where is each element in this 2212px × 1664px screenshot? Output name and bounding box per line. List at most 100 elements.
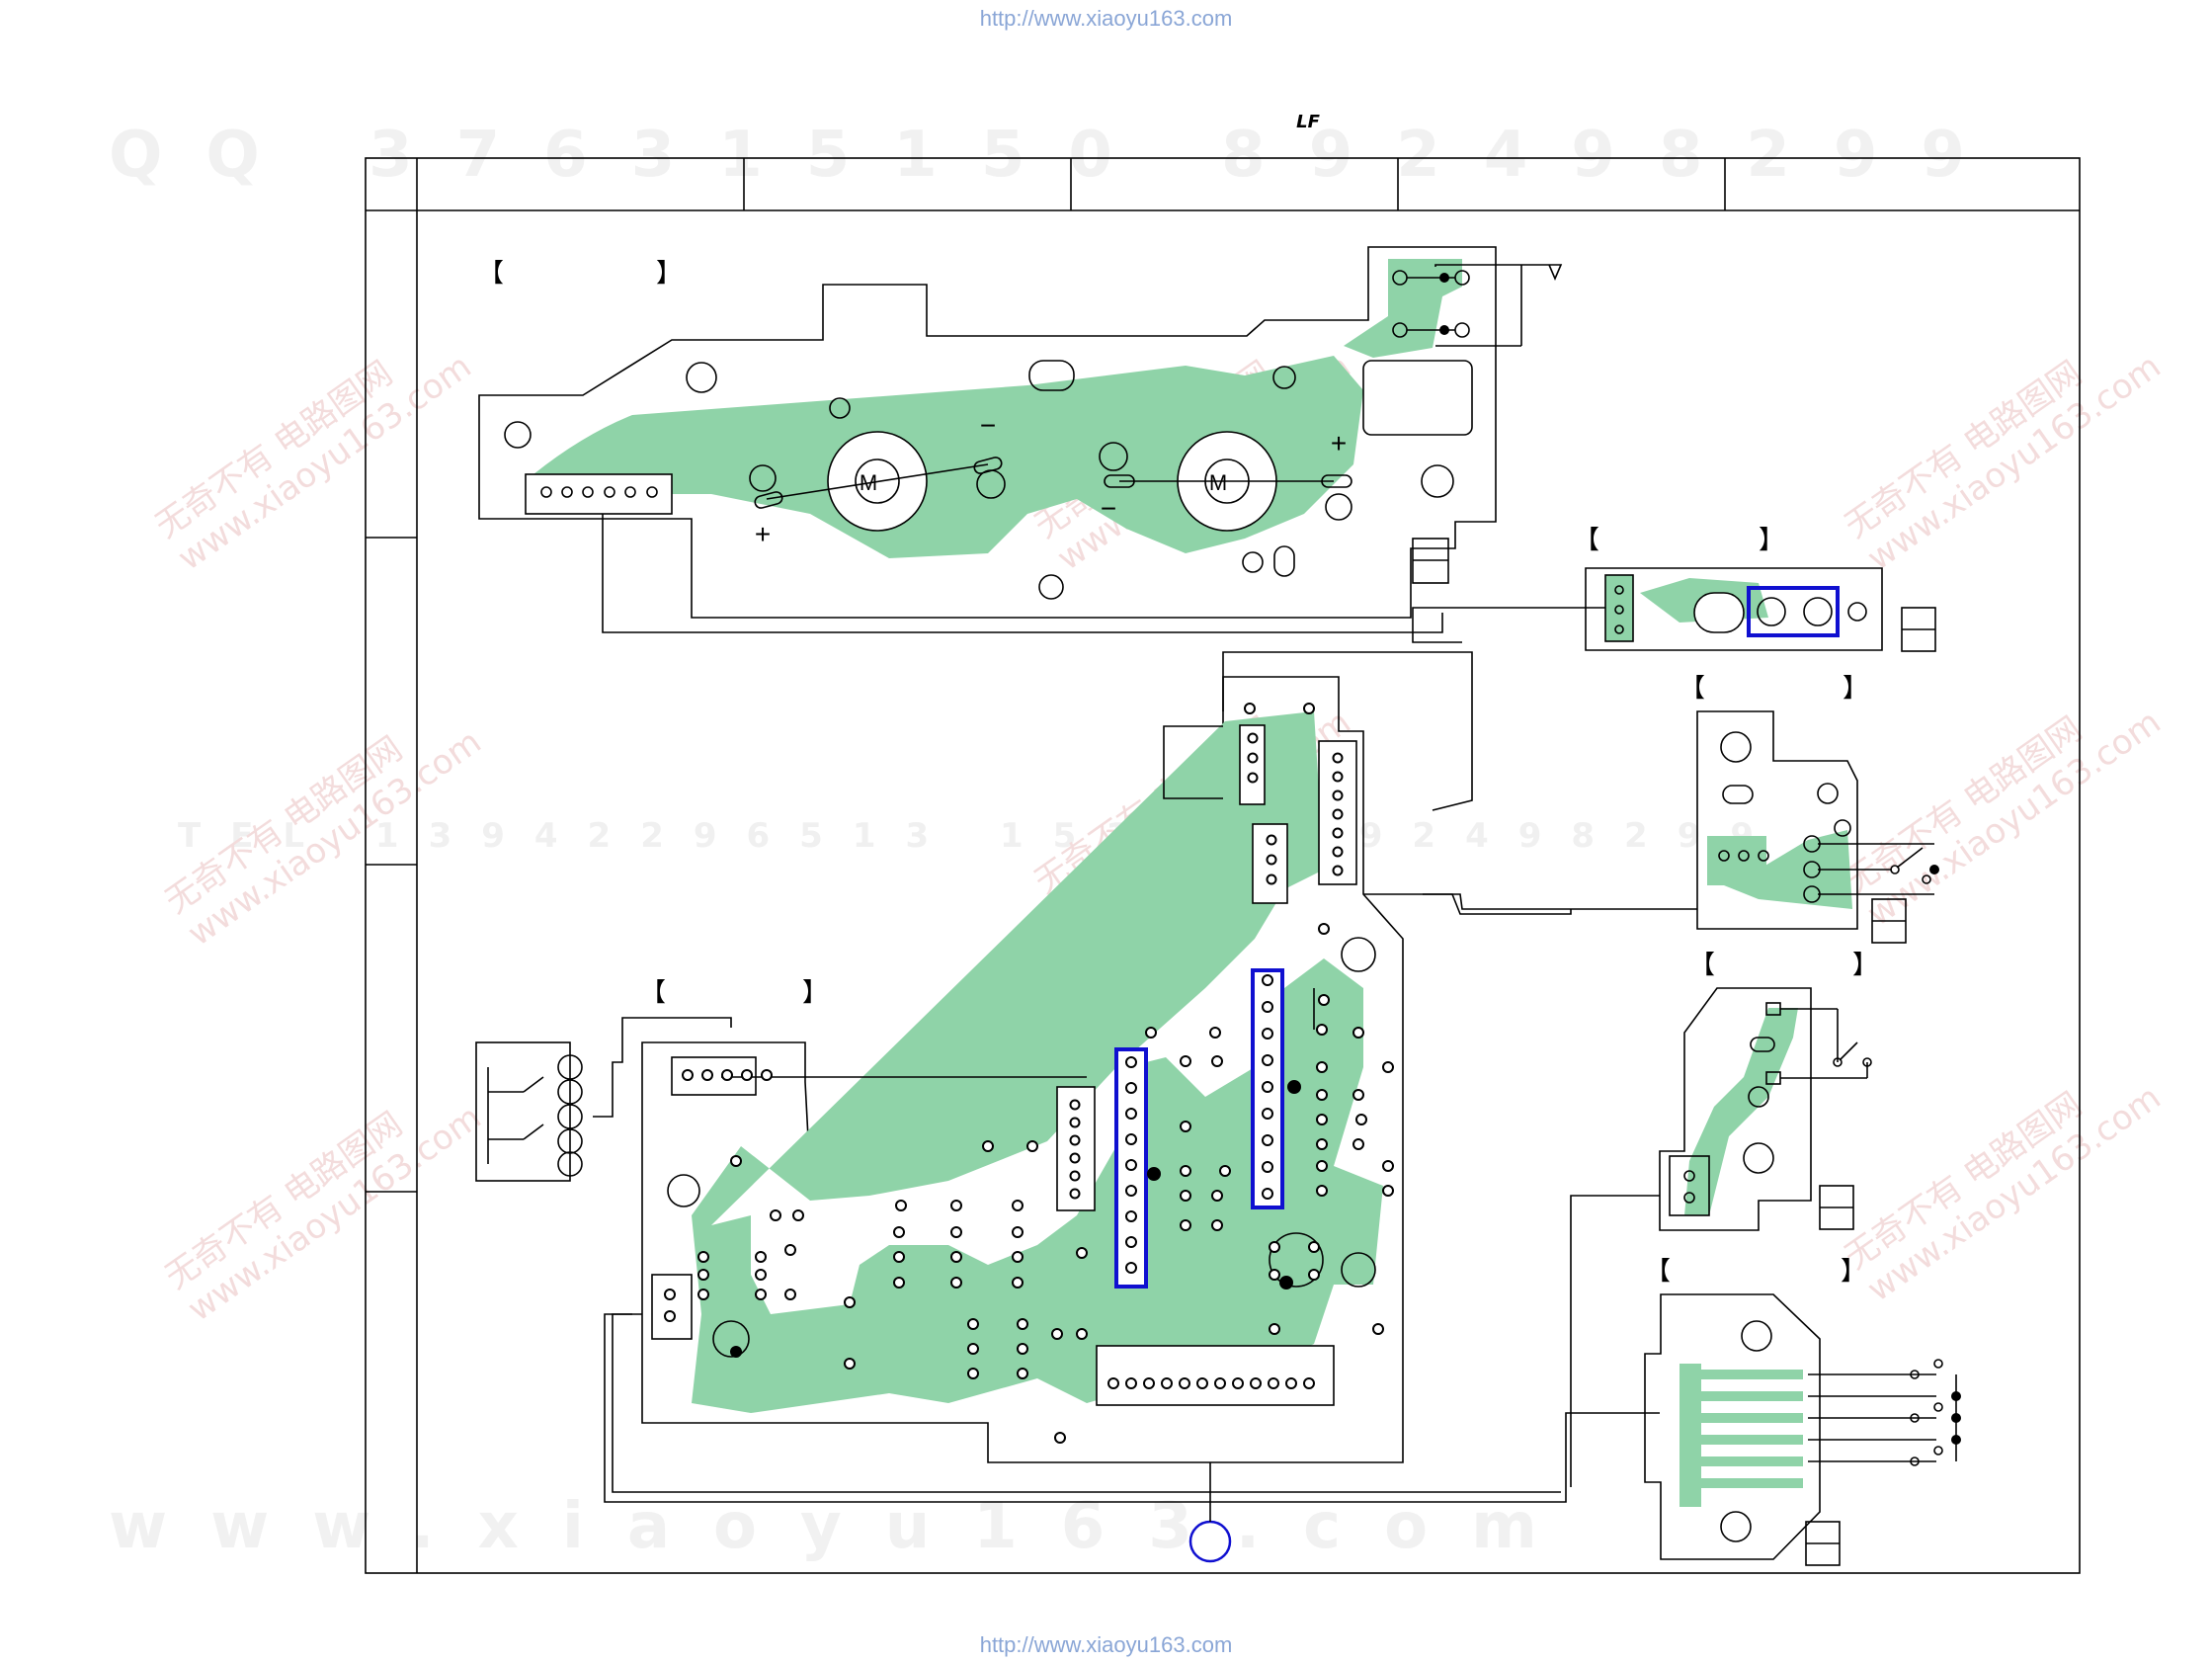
solder-pad bbox=[1316, 1138, 1328, 1150]
solder-pad bbox=[741, 1069, 753, 1081]
solder-pad bbox=[1125, 1056, 1137, 1068]
solder-pad bbox=[721, 1069, 733, 1081]
solder-pad bbox=[1219, 1165, 1231, 1177]
solder-pad bbox=[950, 1251, 962, 1263]
solder-pad bbox=[1051, 1328, 1063, 1340]
solder-pad bbox=[1125, 1159, 1137, 1171]
solder-pad bbox=[1125, 1108, 1137, 1120]
solder-pad bbox=[1268, 1377, 1279, 1389]
solder-pad bbox=[1262, 1028, 1273, 1040]
solder-pad bbox=[1180, 1219, 1191, 1231]
solder-pad bbox=[1069, 1117, 1081, 1128]
solder-pad bbox=[1308, 1269, 1320, 1281]
solder-pad bbox=[1382, 1061, 1394, 1073]
solder-pad bbox=[1332, 790, 1344, 801]
solder-pad bbox=[1180, 1121, 1191, 1132]
solder-pad bbox=[1332, 865, 1344, 876]
solder-pad bbox=[893, 1277, 905, 1289]
solder-pad bbox=[1069, 1099, 1081, 1111]
bracket-close: 】 bbox=[1843, 674, 1868, 704]
solder-pad bbox=[1308, 1241, 1320, 1253]
solder-pad bbox=[967, 1368, 979, 1379]
watermark-row-mid: TEL 13942296513 15150 892498299 bbox=[178, 816, 1784, 856]
solder-pad bbox=[893, 1226, 905, 1238]
solder-pad bbox=[1161, 1377, 1173, 1389]
solder-pad bbox=[1355, 1114, 1367, 1125]
solder-pad bbox=[1266, 854, 1277, 866]
solder-pad bbox=[1285, 1377, 1297, 1389]
solder-pad bbox=[1262, 1001, 1273, 1013]
solder-pad bbox=[1180, 1190, 1191, 1202]
solder-pad bbox=[1125, 1236, 1137, 1248]
switch-board-1 bbox=[1423, 710, 1934, 944]
solder-pad bbox=[755, 1289, 767, 1300]
solder-pad bbox=[1069, 1170, 1081, 1182]
solder-pad bbox=[1352, 1089, 1364, 1101]
solder-pad bbox=[1266, 874, 1277, 885]
solder-pad bbox=[697, 1269, 709, 1281]
solder-pad bbox=[784, 1244, 796, 1256]
solder-pad bbox=[1211, 1219, 1223, 1231]
polarity-plus-right: + bbox=[1331, 428, 1347, 458]
solder-pad bbox=[1262, 1054, 1273, 1066]
solder-pad bbox=[1247, 772, 1259, 784]
solder-pad bbox=[1211, 1055, 1223, 1067]
solder-pad bbox=[1382, 1160, 1394, 1172]
solder-pad bbox=[770, 1209, 781, 1221]
solder-pad bbox=[1262, 1161, 1273, 1173]
solder-pad bbox=[1069, 1188, 1081, 1200]
solder-pad bbox=[1209, 1027, 1221, 1039]
solder-pad bbox=[1262, 1134, 1273, 1146]
solder-pad bbox=[664, 1289, 676, 1300]
bracket-open: 【 bbox=[1574, 526, 1599, 555]
bracket-close: 】 bbox=[1841, 1257, 1866, 1287]
junction-dot bbox=[1147, 1167, 1161, 1181]
solder-pad bbox=[1269, 1269, 1280, 1281]
junction-dot bbox=[1951, 1413, 1961, 1423]
motor-right-label: M bbox=[1209, 470, 1227, 495]
solder-pad bbox=[1262, 1081, 1273, 1093]
solder-pad bbox=[1125, 1082, 1137, 1094]
logo-icon: LF bbox=[1296, 112, 1320, 132]
solder-pad bbox=[1316, 1160, 1328, 1172]
solder-pad bbox=[1316, 1061, 1328, 1073]
junction-dot bbox=[1951, 1391, 1961, 1401]
solder-pad bbox=[1145, 1027, 1157, 1039]
polarity-minus-right: − bbox=[1101, 493, 1116, 524]
bracket-open: 【 bbox=[1679, 674, 1705, 704]
solder-pad bbox=[1054, 1432, 1066, 1444]
solder-pad bbox=[1076, 1328, 1088, 1340]
solder-pad bbox=[1262, 1108, 1273, 1120]
solder-pad bbox=[1372, 1323, 1384, 1335]
solder-pad bbox=[1303, 703, 1315, 714]
solder-pad bbox=[1332, 808, 1344, 820]
solder-pad bbox=[1125, 1185, 1137, 1197]
solder-pad bbox=[1179, 1377, 1190, 1389]
solder-pad bbox=[1012, 1226, 1024, 1238]
solder-pad bbox=[1250, 1377, 1262, 1389]
solder-pad bbox=[950, 1200, 962, 1211]
solder-pad bbox=[1352, 1027, 1364, 1039]
solder-pad bbox=[1247, 732, 1259, 744]
solder-pad bbox=[1012, 1200, 1024, 1211]
solder-pad bbox=[1069, 1152, 1081, 1164]
bottom-url[interactable]: http://www.xiaoyu163.com bbox=[979, 1632, 1233, 1657]
solder-pad bbox=[982, 1140, 994, 1152]
frame-grid bbox=[365, 157, 2081, 1574]
solder-pad bbox=[1262, 1188, 1273, 1200]
solder-pad bbox=[761, 1069, 773, 1081]
top-url[interactable]: http://www.xiaoyu163.com bbox=[979, 6, 1233, 31]
top-motor-board bbox=[478, 246, 1563, 633]
solder-pad bbox=[1303, 1377, 1315, 1389]
switch-board-3 bbox=[604, 1195, 1957, 1566]
solder-pad bbox=[792, 1209, 804, 1221]
junction-dot bbox=[1287, 1080, 1301, 1094]
solder-pad bbox=[950, 1226, 962, 1238]
bracket-close: 】 bbox=[656, 259, 682, 289]
polarity-minus-left: − bbox=[980, 410, 996, 441]
bracket-open: 【 bbox=[640, 978, 666, 1008]
solder-pad bbox=[1214, 1377, 1226, 1389]
junction-dot bbox=[1279, 1276, 1293, 1290]
junction-dot bbox=[730, 1346, 742, 1358]
